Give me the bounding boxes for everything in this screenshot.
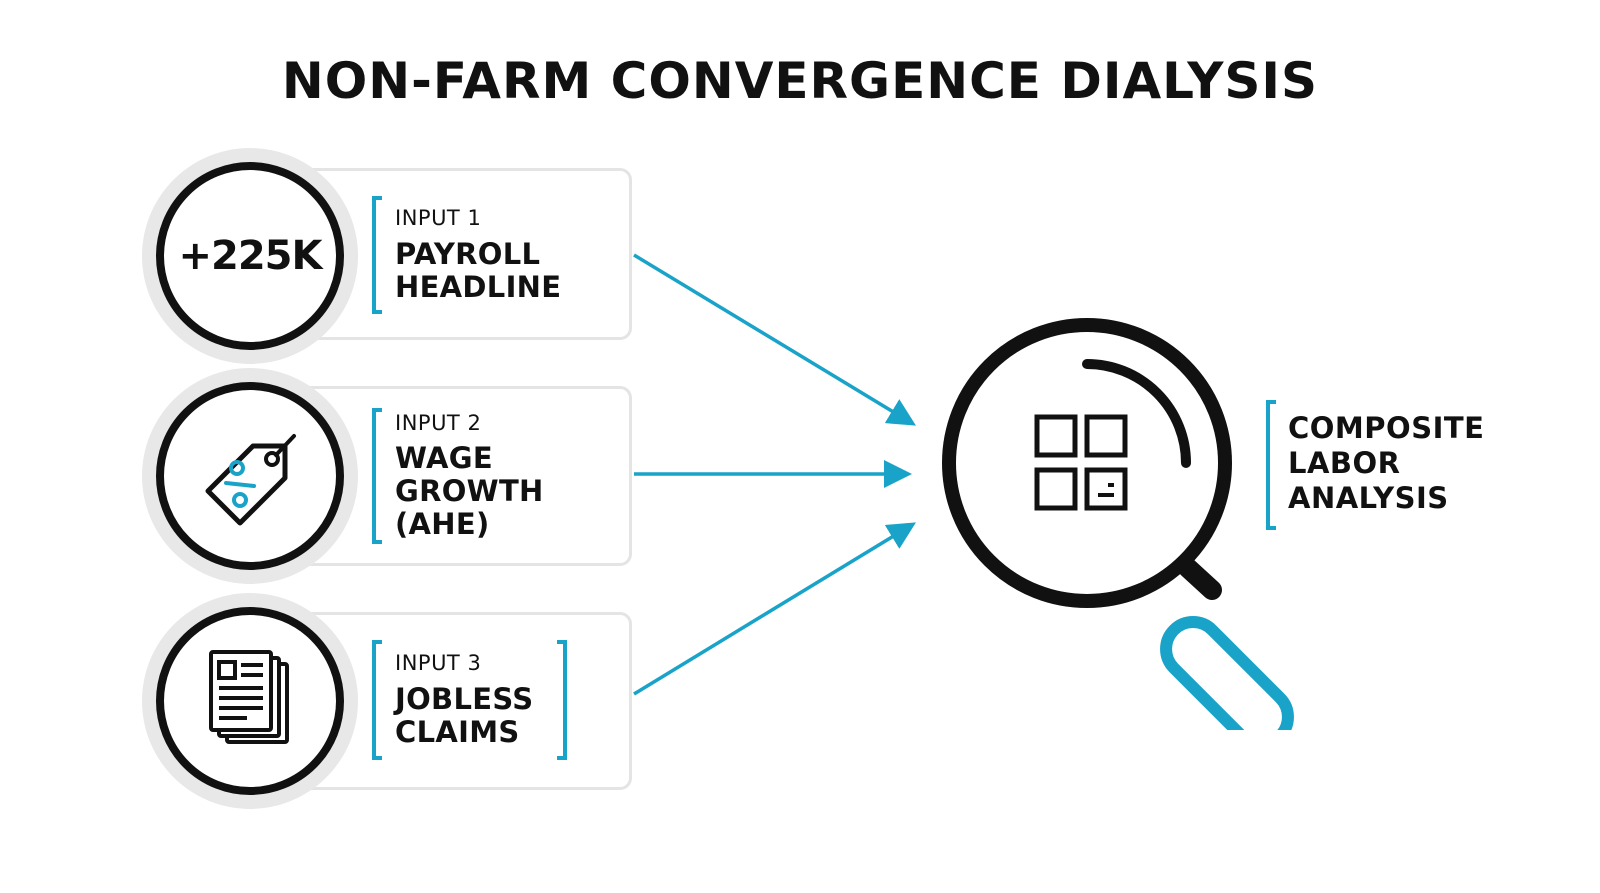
input-circle-2 bbox=[156, 382, 344, 570]
input-name-3: JOBLESS CLAIMS bbox=[395, 682, 534, 749]
bracket-left-2 bbox=[372, 408, 382, 544]
input-name-2: WAGE GROWTH (AHE) bbox=[395, 441, 544, 541]
input-label-2: INPUT 2 bbox=[395, 411, 482, 435]
payroll-value: +225K bbox=[178, 233, 322, 279]
bracket-right-3 bbox=[557, 640, 567, 760]
arrow-1 bbox=[633, 253, 916, 426]
bracket-output bbox=[1266, 400, 1276, 530]
magnifying-glass-dashboard-icon bbox=[942, 318, 1294, 730]
input-circle-1: +225K bbox=[156, 162, 344, 350]
price-tag-percent-icon bbox=[205, 434, 296, 526]
input-name-1: PAYROLL HEADLINE bbox=[395, 237, 562, 304]
output-label: COMPOSITE LABOR ANALYSIS bbox=[1288, 411, 1485, 515]
bracket-left-3 bbox=[372, 640, 382, 760]
input-circle-3 bbox=[156, 607, 344, 795]
newspaper-icon bbox=[209, 650, 289, 744]
input-label-3: INPUT 3 bbox=[395, 651, 482, 675]
page-title: NON-FARM CONVERGENCE DIALYSIS bbox=[281, 52, 1319, 110]
bracket-left-1 bbox=[372, 196, 382, 314]
input-label-1: INPUT 1 bbox=[395, 206, 482, 230]
arrow-3 bbox=[633, 522, 916, 696]
